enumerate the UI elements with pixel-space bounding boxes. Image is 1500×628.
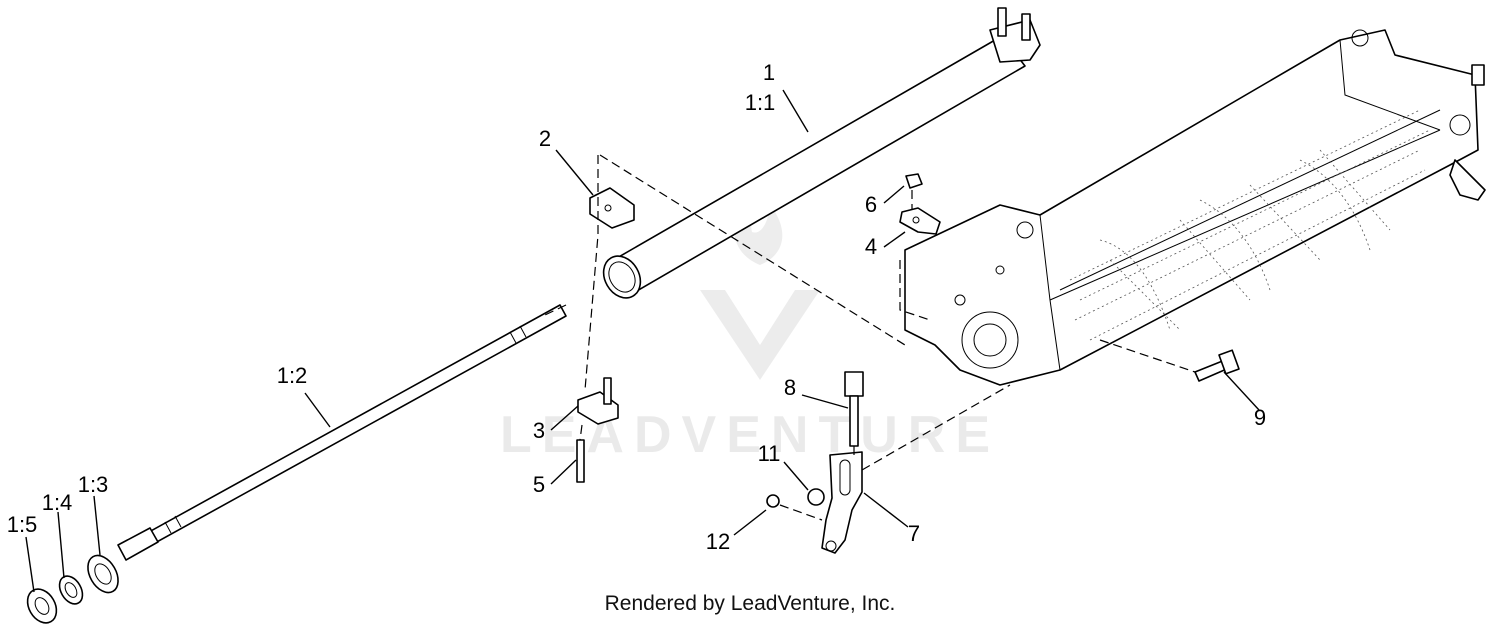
callout-12: 12 bbox=[706, 529, 730, 554]
roller-tube bbox=[602, 7, 1041, 299]
link-7 bbox=[821, 451, 863, 554]
callout-7: 7 bbox=[908, 521, 920, 546]
bolt-9 bbox=[1194, 349, 1240, 382]
callout-1-3: 1:3 bbox=[78, 472, 109, 497]
callout-6: 6 bbox=[865, 192, 877, 217]
watermark-text: LEADVENTURE bbox=[500, 406, 1000, 464]
callout-1: 1 bbox=[763, 60, 775, 85]
pin-12 bbox=[766, 494, 780, 508]
callout-2: 2 bbox=[539, 126, 551, 151]
callout-1-2: 1:2 bbox=[277, 363, 308, 388]
nut-6 bbox=[905, 173, 923, 189]
bolt-5 bbox=[576, 439, 585, 483]
reel-frame bbox=[904, 29, 1486, 386]
roller-shaft bbox=[117, 304, 567, 561]
clamp-2 bbox=[589, 187, 635, 229]
callout-1-1: 1:1 bbox=[745, 90, 776, 115]
nut-11 bbox=[807, 488, 825, 506]
callout-9: 9 bbox=[1254, 405, 1266, 430]
callout-4: 4 bbox=[865, 234, 877, 259]
adjuster-screw-8 bbox=[844, 371, 864, 447]
plate-4 bbox=[899, 207, 941, 235]
assembly-lines bbox=[544, 154, 1196, 521]
callout-8: 8 bbox=[784, 375, 796, 400]
leader-lines bbox=[25, 89, 1260, 593]
bearing-1-3 bbox=[87, 554, 119, 594]
callout-1-5: 1:5 bbox=[7, 512, 38, 537]
callout-5: 5 bbox=[533, 472, 545, 497]
callout-11: 11 bbox=[758, 441, 781, 466]
seal-1-5 bbox=[26, 588, 58, 624]
bracket-3 bbox=[577, 377, 619, 425]
callout-3: 3 bbox=[533, 418, 545, 443]
footer-credit: Rendered by LeadVenture, Inc. bbox=[604, 592, 896, 615]
callout-1-4: 1:4 bbox=[42, 490, 73, 515]
